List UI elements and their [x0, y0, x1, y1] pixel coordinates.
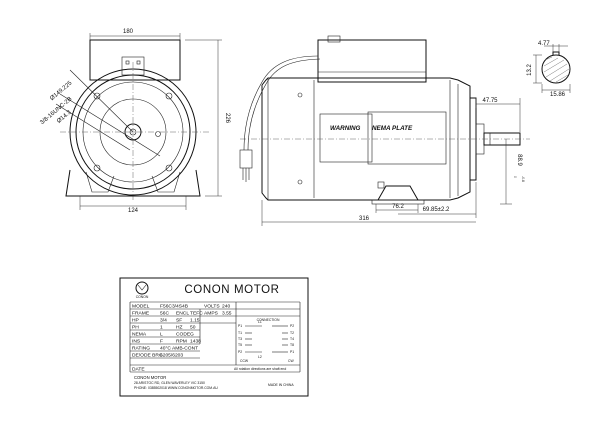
spec-cell: VOLTS [204, 304, 220, 310]
dim-center-height-label: 88.9 [516, 154, 522, 166]
spec-cell: G [190, 332, 194, 338]
side-view: WARNING NEMA PLATE 47.75 88.9 0 -0.8 76.… [239, 35, 530, 226]
company-phone: PHONE: 0385502018 WWW.CONONMOTOR.COM.AU [134, 386, 218, 390]
spec-cell: L [160, 332, 163, 338]
side-terminal-box [317, 39, 427, 83]
spec-cell: 3/4 [160, 318, 167, 324]
svg-text:-0.8: -0.8 [521, 176, 525, 182]
dim-foot-label: 76.2 [392, 204, 404, 210]
power-cable [243, 55, 319, 151]
dim-height-label: 226 [224, 113, 230, 124]
rotation-note: All rotation directions are shaft end [234, 367, 286, 371]
wiring-label: T3 [238, 337, 242, 341]
nema-plate-label: NEMA PLATE [372, 125, 413, 132]
shaft-section-circle [541, 54, 571, 84]
spec-cell: AMPS [204, 311, 219, 317]
spec-cell: 1 [160, 325, 163, 331]
svg-text:0: 0 [513, 176, 517, 178]
spec-cell: 50 [190, 325, 196, 331]
warning-label-box [319, 113, 373, 163]
logo-text: CONON [136, 295, 149, 299]
spec-cell: NEMA [132, 332, 147, 338]
dim-depth-label: 15.86 [550, 92, 566, 98]
spec-cell: ENCL [176, 311, 189, 317]
spec-cell: CODE [176, 332, 191, 338]
spec-cell: FRAME [132, 311, 150, 317]
dim-shaft-dia-label: 13.2 [527, 64, 533, 76]
spec-cell: 240 [222, 304, 230, 310]
spec-cell: HZ [176, 325, 183, 331]
dim-key-label: 4.77 [538, 41, 550, 47]
dim-base-label: 124 [128, 208, 139, 214]
spec-cell: RATING [132, 346, 150, 352]
wiring-label: T8 [290, 343, 294, 347]
spec-table [129, 301, 301, 373]
spec-cell: F56C3/4S4B [160, 304, 188, 310]
cw-label: CW [288, 359, 294, 363]
logo-icon [135, 281, 149, 295]
spec-cell: RPM [176, 339, 187, 345]
spec-cell: MODEL [132, 304, 150, 310]
spec-cell: 40°C AMB-CONT [160, 346, 198, 352]
spec-cell: HP [132, 318, 139, 324]
spec-cell: PH [132, 325, 139, 331]
wiring-label: L1 [258, 320, 262, 324]
brand-title: CONON MOTOR [184, 284, 279, 296]
wiring-label: T5 [238, 343, 242, 347]
wiring-label: T2 [290, 331, 294, 335]
spec-cell: 56C [160, 311, 169, 317]
wiring-label: P1 [290, 350, 294, 354]
wiring-label: P1 [238, 324, 242, 328]
connection-title: CONNECTION [257, 318, 280, 322]
wiring-label: P2 [290, 324, 294, 328]
wiring-label: T4 [290, 337, 294, 341]
ccw-label: CCW [240, 359, 249, 363]
connection-diagram: CONNECTION P1 L1 T1 T3 T5 P2 L2 P2 T2 T4… [238, 318, 294, 363]
dim-width-label: 180 [123, 29, 134, 35]
spec-cell: TEFC [190, 311, 203, 317]
wiring-label: T1 [238, 331, 242, 335]
dim-shaft-length-label: 47.75 [482, 98, 498, 104]
nameplate: CONON CONON MOTOR MODEL F56C3/4S4B VOLTS… [119, 277, 309, 397]
shaft-key-section: 4.77 13.2 15.86 [527, 41, 571, 98]
spec-cell: 3.55 [222, 311, 232, 317]
company-address: 28 ARISTOC RD, GLEN WAVERLEY VIC 3150 [134, 381, 205, 385]
warning-label: WARNING [330, 125, 361, 132]
spec-cell: INS [132, 339, 141, 345]
spec-cell: 6205/6203 [160, 353, 183, 359]
front-view: 180 226 124 Ø149.225 3/8-16UNC-2B Ø14.3 [39, 29, 230, 214]
spec-cell: 1.15 [190, 318, 200, 324]
wiring-label: P2 [238, 350, 242, 354]
spec-cell: SF [176, 318, 182, 324]
dim-foot-offset-label: 69.85±2.2 [423, 207, 450, 213]
wiring-label: L2 [258, 355, 262, 359]
side-foot [377, 185, 419, 201]
spec-cell: DATE [132, 367, 145, 373]
dim-length-label: 316 [359, 216, 370, 222]
terminal-box-outline [89, 39, 181, 81]
spec-cell: F [160, 339, 163, 345]
nema-plate-box [367, 111, 447, 165]
spec-cell: 1438 [190, 339, 201, 345]
spec-cell: DE/ODE BRG [132, 353, 163, 359]
company-name: CONON MOTOR [134, 375, 166, 380]
made-in-label: MADE IN CHINA [268, 383, 294, 387]
